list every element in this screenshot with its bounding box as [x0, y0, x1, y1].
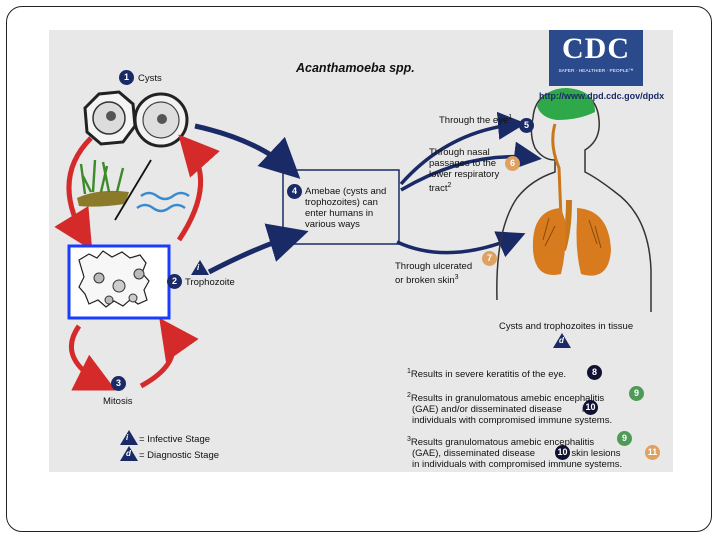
legend-diagnostic-label: = Diagnostic Stage — [139, 450, 220, 461]
arrow-route-skin — [396, 231, 526, 258]
note-3-badge-10: 10 — [555, 445, 570, 460]
trophozoite-illustration — [67, 244, 171, 320]
cycle-arrow-cyst-to-troph — [54, 136, 93, 251]
legend-infective-marker: i — [120, 430, 138, 445]
note-2: 2Results in granulomatous amebic encepha… — [407, 392, 613, 427]
legend-diagnostic-marker: d — [120, 446, 138, 461]
cycle-arrow-mitosis-to-troph — [139, 317, 199, 389]
note-2-badge-10: 10 — [583, 400, 598, 415]
route-5-badge: 5 — [519, 118, 534, 133]
stage-3-label: Mitosis — [103, 396, 133, 407]
lifecycle-diagram: Acanthamoeba spp. CDC SAFER · HEALTHIER … — [49, 30, 673, 472]
environment-illustration — [77, 159, 190, 221]
arrow-troph-to-entry — [207, 223, 309, 275]
cdc-url: http://www.dpd.cdc.gov/dpdx — [539, 91, 665, 101]
cyst-illustration — [83, 90, 189, 148]
diagram-title: Acanthamoeba spp. — [296, 61, 415, 75]
route-7-badge: 7 — [482, 251, 497, 266]
note-3: 3Results granulomatous amebic encephalit… — [407, 436, 623, 471]
note-3-badge-9: 9 — [617, 431, 632, 446]
diagnostic-stage-marker: d — [553, 333, 571, 348]
route-nasal-label: Through nasal passages to the lower resp… — [429, 147, 500, 195]
route-eye-label: Through the eye1 — [439, 114, 513, 127]
stage-2-badge: 2 — [167, 274, 182, 289]
stage-2-label: Trophozoite — [185, 277, 235, 288]
note-2-badge-9: 9 — [629, 386, 644, 401]
cycle-arrow-troph-to-mitosis — [68, 324, 116, 391]
slide-frame — [6, 6, 712, 532]
human-figure — [496, 88, 652, 312]
diagram-graphics — [54, 88, 652, 391]
arrow-route-nasal — [400, 141, 542, 192]
cdc-logo: CDC SAFER · HEALTHIER · PEOPLE™ — [549, 30, 643, 86]
stage-3-badge: 3 — [111, 376, 126, 391]
note-3-badge-11: 11 — [645, 445, 660, 460]
arrow-cysts-to-entry — [194, 123, 301, 179]
infective-stage-marker: i — [191, 260, 209, 275]
stage-4-label: Amebae (cysts and trophozoites) can ente… — [305, 186, 387, 230]
tissue-label: Cysts and trophozoites in tissue — [499, 321, 634, 332]
stage-1-badge: 1 — [119, 70, 134, 85]
arrow-route-eye — [399, 111, 526, 186]
entry-box — [282, 169, 400, 245]
route-skin-label: Through ulcerated or broken skin3 — [395, 261, 473, 287]
note-1: 1Results in severe keratitis of the eye. — [407, 368, 567, 381]
cycle-arrow-troph-to-cyst — [176, 134, 220, 242]
stage-4-badge: 4 — [287, 184, 302, 199]
route-6-badge: 6 — [505, 156, 520, 171]
legend-infective-label: = Infective Stage — [139, 434, 211, 445]
note-1-badge-8: 8 — [587, 365, 602, 380]
stage-1-label: Cysts — [138, 73, 162, 84]
